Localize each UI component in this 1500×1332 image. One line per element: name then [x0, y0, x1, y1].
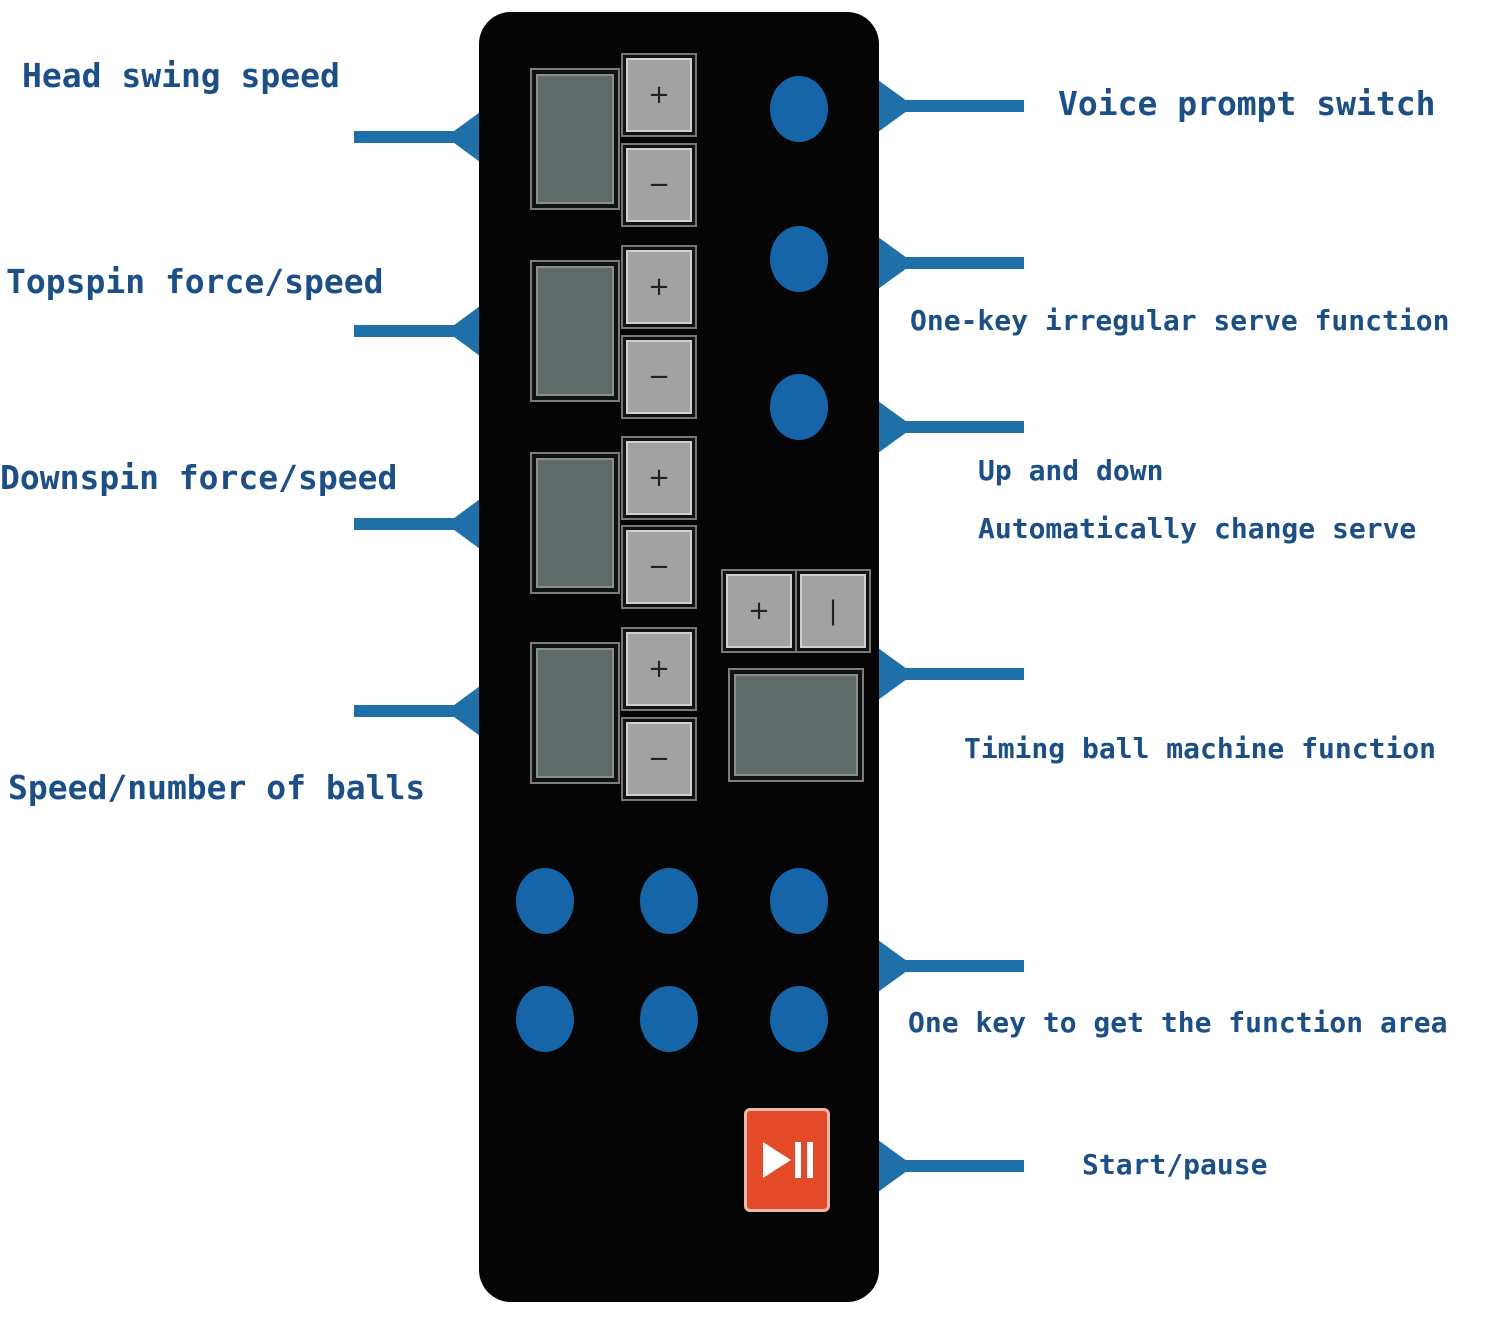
connector-timing: [878, 648, 1024, 700]
lcd-head-swing-speed: [536, 74, 614, 204]
downspin-minus-button[interactable]: −: [626, 530, 692, 604]
connector-voice: [878, 80, 1024, 132]
label-auto-change-serve: Automatically change serve: [978, 512, 1417, 545]
head-swing-minus-button[interactable]: −: [626, 148, 692, 222]
label-voice-prompt-switch: Voice prompt switch: [1058, 84, 1436, 123]
label-downspin-force-speed: Downspin force/speed: [0, 458, 398, 497]
function-button-4[interactable]: [516, 986, 574, 1052]
connector-balls: [354, 686, 480, 736]
downspin-plus-button[interactable]: +: [626, 441, 692, 515]
label-one-key-function-area: One key to get the function area: [908, 1006, 1448, 1039]
label-timing-ball-machine: Timing ball machine function: [964, 732, 1437, 765]
label-start-pause: Start/pause: [1082, 1148, 1268, 1181]
lcd-balls: [536, 648, 614, 778]
start-pause-button[interactable]: [744, 1108, 830, 1212]
connector-irregular: [878, 237, 1024, 289]
connector-function-area: [878, 940, 1024, 992]
function-button-3[interactable]: [770, 868, 828, 934]
left-connectors: [354, 112, 480, 736]
voice-prompt-button[interactable]: [770, 76, 828, 142]
connector-updown: [878, 401, 1024, 453]
play-pause-icon: [763, 1142, 813, 1178]
balls-plus-button[interactable]: +: [626, 632, 692, 706]
label-head-swing-speed: Head swing speed: [22, 56, 340, 95]
up-down-button[interactable]: [770, 374, 828, 440]
irregular-serve-button[interactable]: [770, 226, 828, 292]
label-one-key-irregular-serve: One-key irregular serve function: [910, 304, 1450, 337]
balls-minus-button[interactable]: −: [626, 722, 692, 796]
lcd-downspin: [536, 458, 614, 588]
label-speed-number-of-balls: Speed/number of balls: [8, 768, 426, 807]
function-button-6[interactable]: [770, 986, 828, 1052]
lcd-topspin: [536, 266, 614, 396]
topspin-plus-button[interactable]: +: [626, 250, 692, 324]
function-button-1[interactable]: [516, 868, 574, 934]
connector-start: [878, 1140, 1024, 1192]
function-button-5[interactable]: [640, 986, 698, 1052]
connector-head-swing: [354, 112, 480, 162]
timer-minus-button[interactable]: |: [800, 574, 866, 648]
timer-plus-button[interactable]: +: [726, 574, 792, 648]
connector-downspin: [354, 499, 480, 549]
lcd-timer: [734, 674, 858, 776]
topspin-minus-button[interactable]: −: [626, 340, 692, 414]
function-button-2[interactable]: [640, 868, 698, 934]
connector-topspin: [354, 306, 480, 356]
label-topspin-force-speed: Topspin force/speed: [6, 262, 384, 301]
label-up-and-down: Up and down: [978, 454, 1164, 487]
head-swing-plus-button[interactable]: +: [626, 58, 692, 132]
right-connectors: [878, 80, 1024, 1192]
